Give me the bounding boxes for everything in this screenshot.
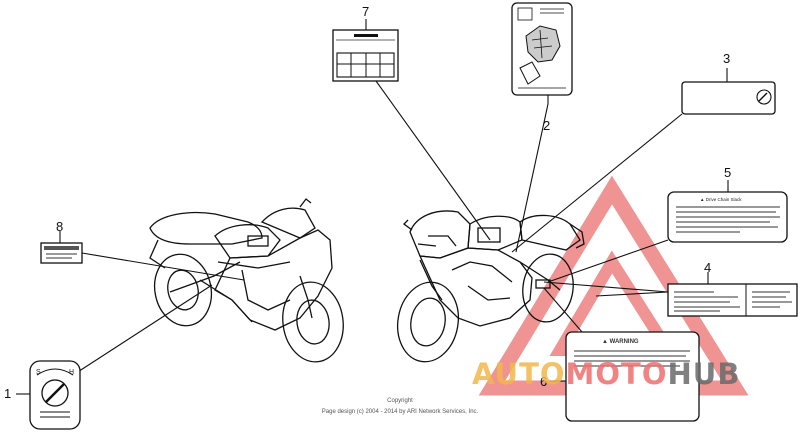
decal-6-body-text (574, 350, 690, 367)
decal-5-body-text (676, 206, 780, 233)
callout-number-3: 3 (723, 51, 730, 66)
rear-wheel-left (153, 253, 213, 327)
label-6-warning-decal[interactable]: ▲ WARNING (550, 331, 700, 422)
decal-5-heading: ▲ Drive Chain Slack (700, 197, 742, 202)
decal-2-logo-box (517, 7, 533, 21)
cap-dial-icon (41, 379, 69, 407)
callout-number-7: 7 (362, 4, 369, 19)
watermark-part-auto: AUTO (472, 357, 566, 391)
front-hub-right (410, 297, 446, 347)
decal-7-title-bar (354, 34, 378, 37)
decal-6-warning-heading: ▲ WARNING (602, 339, 639, 345)
callout-number-8: 8 (56, 219, 63, 234)
callout-number-2: 2 (543, 118, 550, 133)
fuel-tank-left (214, 224, 281, 259)
copyright-notice: Page design (c) 2004 - 2014 by ARI Netwo… (322, 409, 479, 415)
leader-line-6 (543, 287, 583, 333)
leader-line-4b (595, 291, 669, 297)
watermark-brand-text: AUTOMOTOHUB (472, 357, 740, 391)
label-spot-left (247, 235, 269, 247)
tail-section-left (149, 211, 263, 245)
leader-line-7 (375, 80, 491, 241)
plate-3-logo-mark (758, 92, 768, 102)
label-1-cap-decal[interactable]: S H (16, 360, 81, 430)
plate-3-logo-icon (756, 89, 772, 105)
callout-number-4: 4 (704, 260, 711, 275)
motorcycle-left-view (149, 198, 344, 363)
callout-numbers: 1 2 3 4 5 6 7 8 (4, 4, 731, 401)
leader-line-4a (543, 281, 669, 293)
label-5-drive-chain-decal[interactable]: ▲ Drive Chain Slack (667, 180, 788, 243)
callout-number-5: 5 (724, 165, 731, 180)
label-spot-frame (535, 279, 551, 289)
canister-icon (519, 61, 541, 85)
fairing-left (214, 229, 333, 331)
cap-needle-icon (45, 383, 65, 403)
label-4-tire-info-decal[interactable] (667, 272, 798, 317)
plate-3-outline (681, 81, 776, 115)
callout-number-6: 6 (540, 374, 547, 389)
fork-left (299, 275, 313, 319)
front-hub-left (296, 299, 330, 345)
decal-4-left-text (674, 291, 740, 312)
tail-right (569, 223, 585, 249)
mirror-left (299, 198, 312, 208)
decal-6-outline (565, 331, 700, 422)
frame-detail-left (199, 261, 291, 323)
leader-line-3 (511, 113, 683, 253)
engine-schematic-icon (525, 25, 561, 63)
decal-4-right-text (752, 291, 792, 308)
leader-line-5 (547, 239, 669, 283)
swingarm-left (169, 261, 241, 293)
watermark-part-hub: HUB (668, 357, 741, 391)
motorcycle-right-view (397, 210, 585, 363)
front-wheel-left (282, 281, 344, 363)
callout-number-1: 1 (4, 386, 11, 401)
leader-line-2 (515, 103, 549, 253)
watermark-part-moto: MOTO (566, 357, 668, 391)
label-3-plate[interactable] (681, 68, 776, 115)
rear-hub-left (167, 269, 199, 311)
tail-bracket-left (149, 239, 166, 269)
fairing-detail-right (419, 259, 513, 301)
label-8-small-decal[interactable] (40, 231, 83, 264)
decal-8-stripe (44, 246, 79, 250)
front-wheel-right (397, 281, 459, 363)
copyright-label: Copyright (387, 398, 413, 404)
headlight-right (417, 235, 457, 247)
label-spot-tank (477, 227, 501, 243)
label-7-table-decal[interactable] (332, 19, 399, 82)
fuel-tank-right (467, 215, 523, 251)
cap-letter-left: S (36, 369, 41, 376)
rear-wheel-right (522, 253, 574, 323)
windscreen-left (260, 207, 316, 239)
label-2-emission-diagram-decal[interactable] (511, 2, 573, 104)
cap-letter-right: H (69, 369, 74, 376)
lower-fairing-right (418, 247, 533, 327)
leader-lines (69, 80, 683, 378)
leader-line-1 (69, 284, 213, 378)
mirror-right (403, 219, 413, 231)
cap-label-arc (36, 368, 74, 376)
seat-right (519, 214, 581, 251)
engine-hose-lines (531, 29, 553, 59)
leader-line-8 (81, 252, 245, 281)
